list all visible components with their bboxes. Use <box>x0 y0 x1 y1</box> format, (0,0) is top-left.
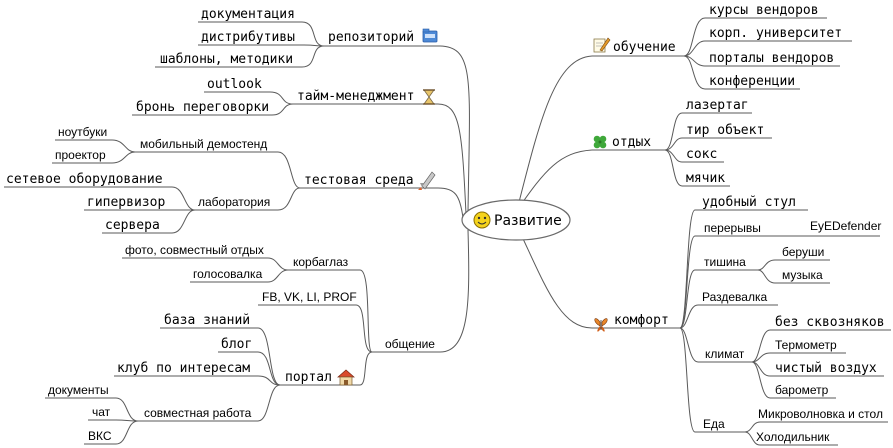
communication-label[interactable]: общение <box>385 337 435 351</box>
learning-label[interactable]: обучение <box>613 40 676 55</box>
food-item[interactable]: Холодильник <box>756 430 830 444</box>
climate-label[interactable]: климат <box>705 347 745 361</box>
mobile-demo-item[interactable]: ноутбуки <box>58 125 107 139</box>
branch-time-management: тайм-менеджмент outlook бронь переговорк… <box>136 77 435 115</box>
breaks-item[interactable]: EyEDefender <box>810 219 881 233</box>
rest-item[interactable]: лазертаг <box>686 98 749 113</box>
joint-work-item[interactable]: чат <box>92 405 111 419</box>
social-networks-label[interactable]: FB, VK, LI, PROF <box>262 290 357 304</box>
comfort-label[interactable]: комфорт <box>614 313 669 328</box>
joint-work-label[interactable]: совместная работа <box>144 406 252 420</box>
breaks-label[interactable]: перерывы <box>704 221 761 235</box>
food-label[interactable]: Еда <box>703 417 725 431</box>
cloakroom-label[interactable]: Раздевалка <box>702 290 767 304</box>
house-icon <box>337 369 355 386</box>
learning-item[interactable]: конференции <box>709 74 795 89</box>
joint-work-item[interactable]: ВКС <box>88 429 112 443</box>
repository-item[interactable]: шаблоны, методики <box>160 52 293 67</box>
hourglass-icon <box>423 89 435 105</box>
korbaglaz-item[interactable]: голосовалка <box>193 267 263 281</box>
repository-label[interactable]: репозиторий <box>328 30 414 45</box>
rest-item[interactable]: тир объект <box>686 123 764 138</box>
silence-item[interactable]: беруши <box>782 245 824 259</box>
butterfly-icon <box>594 318 608 332</box>
learning-item[interactable]: курсы вендоров <box>709 3 819 18</box>
climate-item[interactable]: без сквозняков <box>775 315 885 330</box>
rest-item[interactable]: сокс <box>686 147 717 162</box>
food-item[interactable]: Микроволновка и стол <box>758 407 883 421</box>
lab-item[interactable]: сетевое оборудование <box>6 172 163 187</box>
branch-learning: обучение курсы вендоров корп. университе… <box>593 3 842 89</box>
korbaglaz-label[interactable]: корбаглаз <box>293 255 349 269</box>
korbaglaz-item[interactable]: фото, совместный отдых <box>125 243 264 257</box>
notepad-icon <box>593 37 611 53</box>
branch-test-env: тестовая среда мобильный демостенд ноутб… <box>6 125 436 233</box>
test-env-label[interactable]: тестовая среда <box>304 173 414 188</box>
climate-item[interactable]: Термометр <box>775 338 837 352</box>
portal-item[interactable]: клуб по интересам <box>117 361 250 376</box>
silence-label[interactable]: тишина <box>704 255 746 269</box>
mobile-demo-item[interactable]: проектор <box>55 148 106 162</box>
portal-label[interactable]: портал <box>285 370 332 385</box>
climate-item[interactable]: барометр <box>775 383 829 397</box>
time-management-item[interactable]: outlook <box>207 77 262 92</box>
lab-item[interactable]: сервера <box>105 218 160 233</box>
lab-item[interactable]: гипервизор <box>87 195 165 210</box>
joint-work-item[interactable]: документы <box>48 383 109 397</box>
central-node[interactable]: Развитие <box>461 199 571 241</box>
folder-icon <box>422 28 438 43</box>
branch-comfort: комфорт удобный стул перерывы EyEDefende… <box>594 195 885 444</box>
learning-item[interactable]: порталы вендоров <box>709 51 834 66</box>
connectors <box>4 17 891 446</box>
time-management-label[interactable]: тайм-менеджмент <box>297 89 414 104</box>
rest-label[interactable]: отдых <box>612 135 651 150</box>
time-management-item[interactable]: бронь переговорки <box>136 100 269 115</box>
lab-label[interactable]: лаборатория <box>198 195 270 209</box>
mobile-demo-label[interactable]: мобильный демостенд <box>140 137 267 151</box>
rest-item[interactable]: мячик <box>686 171 725 186</box>
learning-item[interactable]: корп. университет <box>709 26 842 41</box>
rocket-icon <box>418 171 436 190</box>
comfort-chair[interactable]: удобный стул <box>702 195 796 210</box>
clover-icon <box>593 135 607 149</box>
repository-item[interactable]: дистрибутивы <box>201 30 295 45</box>
central-label: Развитие <box>494 213 562 229</box>
smiley-icon <box>473 211 491 229</box>
branch-communication: общение корбаглаз фото, совместный отдых… <box>48 243 435 443</box>
repository-item[interactable]: документация <box>201 7 295 22</box>
climate-item[interactable]: чистый воздух <box>775 361 877 376</box>
portal-item[interactable]: блог <box>221 337 252 352</box>
silence-item[interactable]: музыка <box>782 268 823 282</box>
portal-item[interactable]: база знаний <box>164 313 250 328</box>
branch-repository: репозиторий документация дистрибутивы ша… <box>160 7 438 67</box>
branch-rest: отдых лазертаг тир объект сокс мячик <box>593 98 764 186</box>
